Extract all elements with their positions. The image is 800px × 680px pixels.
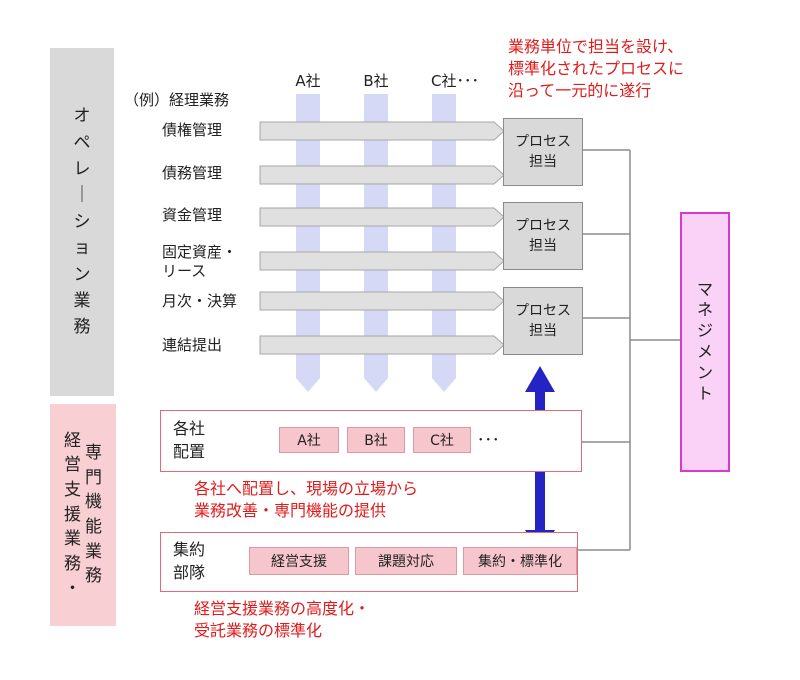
task-arrow-6: [259, 335, 505, 355]
specialist-label-col-right: 経営支援業務・: [64, 430, 81, 599]
task-arrow-4: [259, 251, 505, 271]
example-label: （例）経理業務: [124, 91, 230, 109]
management-connectors: [578, 149, 680, 551]
specialist-label: 経営支援業務・ 専門機能業務: [50, 404, 116, 626]
company-header-c: C社･･･: [431, 72, 479, 90]
task-arrow-2: [259, 165, 505, 185]
company-header-b: B社: [363, 72, 389, 90]
process-box-2: プロセス 担当: [503, 202, 583, 270]
central-label: 集約 部隊: [173, 540, 206, 582]
task-arrow-1: [259, 121, 505, 141]
central-note: 経営支援業務の高度化・ 受託業務の標準化: [194, 599, 371, 640]
dispatch-company-b: B社: [347, 427, 405, 453]
process-note: 業務単位で担当を設け、 標準化されたプロセスに 沿って一元的に遂行: [508, 37, 685, 100]
specialist-label-col-left: 専門機能業務: [85, 443, 102, 587]
central-function-3: 集約・標準化: [463, 547, 577, 575]
task-arrows: [259, 121, 505, 355]
central-function-2: 課題対応: [355, 547, 457, 575]
dispatch-company-a: A社: [279, 427, 339, 453]
task-arrow-3: [259, 207, 505, 227]
task-label-5: 月次・決算: [162, 292, 238, 310]
dispatch-ellipsis: ･･･: [477, 431, 500, 449]
task-label-3: 資金管理: [162, 206, 223, 224]
task-label-6: 連結提出: [162, 336, 223, 354]
management-box: マネジメント: [680, 212, 730, 472]
operations-label: オペレ｜ション業務: [50, 48, 114, 396]
operations-label-text: オペレ｜ション業務: [73, 106, 91, 338]
task-label-1: 債権管理: [162, 121, 223, 139]
dispatch-company-c: C社: [413, 427, 471, 453]
task-label-2: 債務管理: [162, 164, 223, 182]
company-header-a: A社: [295, 72, 321, 90]
process-box-3: プロセス 担当: [503, 287, 583, 355]
task-label-4: 固定資産・ リース: [162, 243, 238, 280]
dispatch-box: 各社 配置 A社 B社 C社 ･･･: [160, 410, 582, 472]
central-box: 集約 部隊 経営支援 課題対応 集約・標準化: [160, 532, 578, 592]
management-label: マネジメント: [696, 279, 713, 403]
central-function-1: 経営支援: [249, 547, 349, 575]
task-arrow-5: [259, 291, 505, 311]
process-box-1: プロセス 担当: [503, 118, 583, 186]
dispatch-label: 各社 配置: [173, 419, 206, 461]
dispatch-note: 各社へ配置し、現場の立場から 業務改善・専門機能の提供: [194, 479, 419, 520]
